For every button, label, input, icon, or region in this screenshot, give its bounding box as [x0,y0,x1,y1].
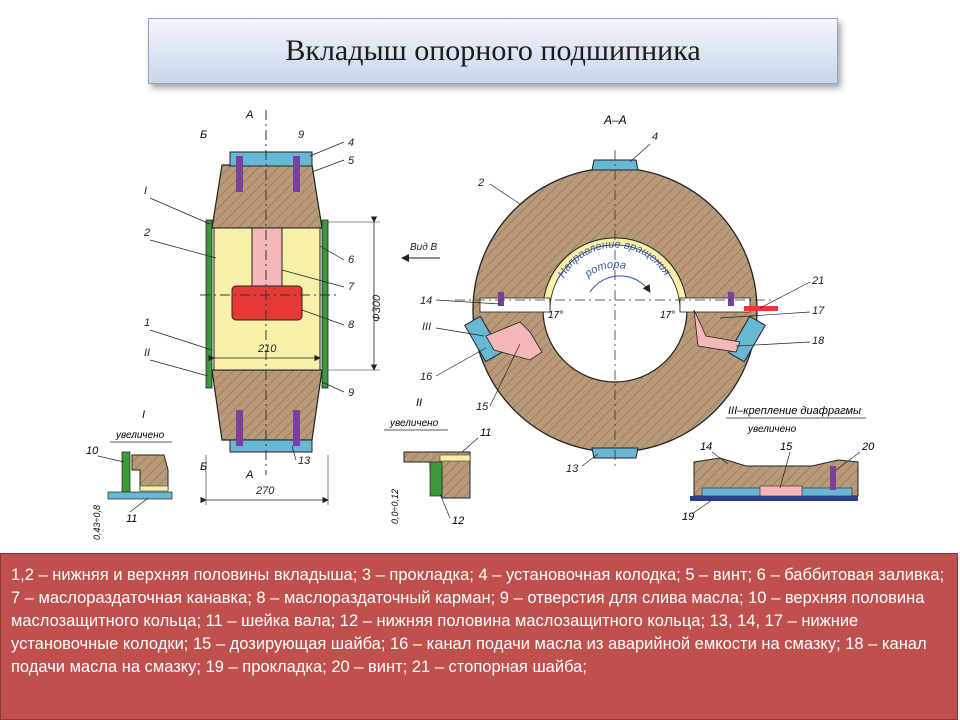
callout-16: 15 [476,401,489,413]
detail-2: II увеличено 0,0÷0,12 11 12 [384,397,491,527]
section-mark-a-top: А [245,109,253,121]
callout-I: I [144,185,147,197]
callout-6: 6 [348,254,355,266]
oil-channel-16 [485,321,543,361]
callout-12: 12 [452,515,464,527]
callout-2: 2 [477,177,484,189]
section-label: А–А [603,113,627,127]
callout-4: 4 [652,131,658,143]
callout-15: 15 [780,441,793,453]
title-box: Вкладыш опорного подшипника [148,18,838,84]
section-mark-b-bottom: Б [200,461,207,473]
oil-ring-left [205,219,213,389]
detail-1-caption: увеличено [115,430,165,441]
section-view: А–А Направление вращения ротора 17° 17° … [420,113,825,475]
angle-left: 17° [548,310,563,321]
bearing-drawing: 210 270 Ф300 Вид В А Б Б А 9 4 5 I 2 6 7… [86,109,875,540]
side-view: 210 270 Ф300 Вид В А Б Б А 9 4 5 I 2 6 7… [143,109,440,505]
detail-3-caption-2: увеличено [747,424,797,435]
screw [236,410,243,446]
lower-half-body [211,369,323,441]
legend-box: 1,2 – нижняя и верхняя половины вкладыша… [0,553,958,720]
detail-2-dim: 0,0÷0,12 [390,489,400,524]
callout-20: 20 [861,441,875,453]
section-mark-a-bottom: А [245,469,253,481]
detail-2-label: II [416,397,422,409]
callout-II: II [144,347,150,359]
section-mark-b-top: Б [200,129,207,141]
callout-5: 5 [348,155,355,167]
screw [236,156,243,192]
callout-13: 13 [566,463,579,475]
detail-3-caption-1: III–крепление диафрагмы [728,405,861,417]
legend-text: 1,2 – нижняя и верхняя половины вкладыша… [11,566,945,676]
callout-11: 11 [126,513,137,525]
callout-4: 4 [348,137,354,149]
callout-11: 11 [480,427,491,439]
callout-13: 13 [298,455,311,467]
callout-14: 14 [420,295,432,307]
detail-3: III–крепление диафрагмы увеличено 14 15 … [682,405,875,523]
view-b-label: Вид В [410,242,438,253]
callout-17: 17 [812,305,825,317]
inner-dim-label: 210 [257,343,277,355]
detail-1-dim: 0,43÷0,8 [92,505,102,540]
screw [293,156,300,192]
callout-2: 2 [143,227,150,239]
callout-14: 14 [700,441,712,453]
screw [293,410,300,446]
detail-2-caption: увеличено [389,418,439,429]
callout-8: 8 [348,319,355,331]
callout-21: 21 [811,275,824,287]
detail-1-label: I [142,409,145,421]
callout-18: 18 [812,335,825,347]
callout-1: 1 [144,317,150,329]
detail-1: I увеличено 0,43÷0,8 10 11 [86,409,173,540]
callout-15: 16 [420,371,433,383]
stop-washer [744,306,778,311]
callout-9: 9 [348,387,354,399]
callout-3: 9 [298,129,304,141]
page-title: Вкладыш опорного подшипника [285,34,701,67]
callout-7: 7 [348,281,355,293]
oil-pocket [231,285,303,321]
callout-III: III [422,321,431,333]
top-pad [229,151,313,167]
oil-groove [251,227,283,287]
angle-right: 17° [660,310,675,321]
upper-half-body [211,164,323,229]
outer-dim-label: 270 [255,485,275,497]
side-pad-right [728,315,766,363]
callout-19: 19 [682,511,694,523]
oil-ring-right [321,219,329,389]
diameter-label: Ф300 [371,294,383,322]
callout-10: 10 [86,445,99,457]
oil-channel-18 [693,309,741,353]
bottom-pad [229,439,313,453]
